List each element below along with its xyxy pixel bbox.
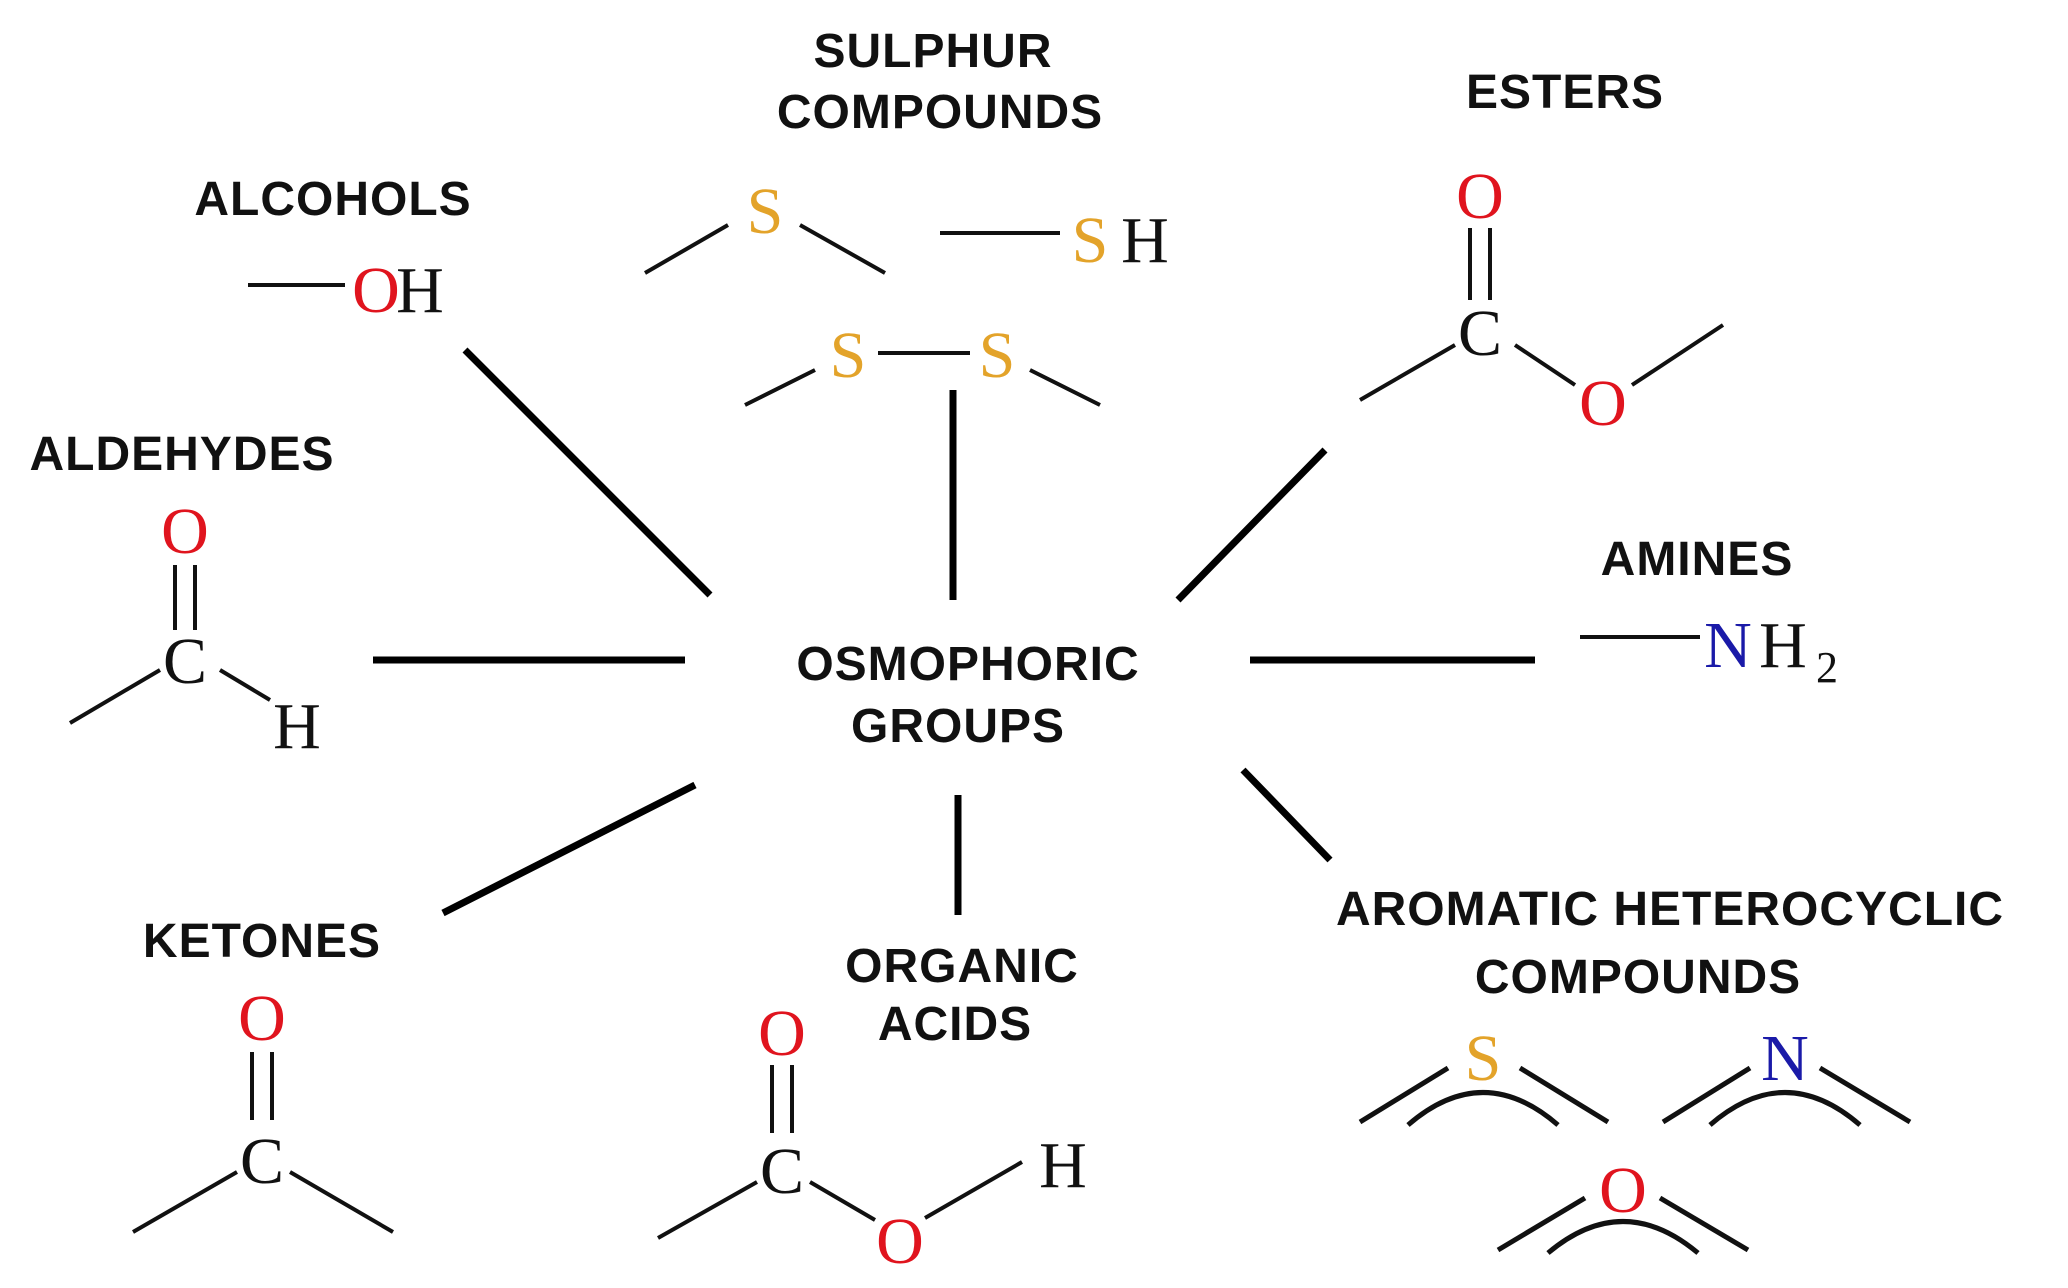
amines-n-atom: N [1704, 609, 1752, 682]
alcohols-o-atom: O [352, 254, 400, 327]
ketones-o-atom: O [238, 982, 286, 1055]
sulphur-label-line1: SULPHUR [813, 25, 1052, 78]
group-alcohols: ALCOHOLS O H [194, 173, 471, 327]
esters-bond-left [1358, 343, 1457, 402]
acids-hydroxyl-o-atom: O [876, 1205, 924, 1278]
group-organic-acids: ORGANIC ACIDS O C O H [657, 940, 1087, 1278]
aldehydes-bond-left [68, 668, 162, 725]
thiol-h-atom: H [1121, 204, 1169, 277]
group-aldehydes: ALDEHYDES O C H [29, 428, 334, 763]
thiophene-s-atom: S [1465, 1022, 1502, 1095]
spoke-alcohols [462, 347, 713, 598]
furan-bond-left [1496, 1195, 1587, 1253]
esters-ether-o-atom: O [1579, 367, 1627, 440]
amines-h-atom: H [1759, 609, 1807, 682]
amines-subscript-2: 2 [1816, 643, 1838, 692]
group-ketones: KETONES O C [132, 915, 395, 1234]
organic-acids-label-line2: ACIDS [878, 998, 1032, 1051]
group-aromatic: AROMATIC HETEROCYCLIC COMPOUNDS S N O [1336, 883, 2004, 1255]
aldehydes-c-atom: C [163, 625, 207, 698]
group-esters: ESTERS O C O [1358, 66, 1725, 440]
ketones-c-atom: C [240, 1125, 284, 1198]
pyridine-fragment: N [1661, 1022, 1912, 1127]
esters-bond-c-o [1513, 343, 1577, 387]
center-line1: OSMOPHORIC [796, 638, 1139, 691]
disulfide-bond-left [744, 368, 816, 407]
pyridine-bond-left [1661, 1065, 1752, 1125]
thioether-bond-right [799, 223, 886, 275]
aromatic-label-line1: AROMATIC HETEROCYCLIC [1336, 883, 2004, 936]
thiophene-aromatic-arc [1406, 1090, 1560, 1127]
acids-bond-left [657, 1180, 758, 1240]
ketones-bond-left [132, 1170, 238, 1234]
thiol-s-atom: S [1072, 204, 1109, 277]
spoke-aromatic [1240, 767, 1333, 863]
esters-c-atom: C [1458, 297, 1502, 370]
esters-bond-right [1630, 323, 1725, 387]
thioether-bond-left [643, 223, 730, 275]
aldehydes-h-atom: H [273, 690, 321, 763]
pyridine-aromatic-arc [1708, 1090, 1862, 1127]
ketones-label: KETONES [143, 915, 381, 968]
spoke-ketones [441, 781, 697, 917]
furan-fragment: O [1496, 1154, 1750, 1255]
disulfide-s2-atom: S [979, 319, 1016, 392]
organic-acids-label-line1: ORGANIC [845, 940, 1079, 993]
alcohols-label: ALCOHOLS [194, 173, 471, 226]
aldehydes-label: ALDEHYDES [29, 428, 334, 481]
esters-carbonyl-o-atom: O [1456, 160, 1504, 233]
esters-label: ESTERS [1466, 66, 1664, 119]
center-label: OSMOPHORIC GROUPS [796, 638, 1139, 753]
amines-label: AMINES [1601, 533, 1794, 586]
ketones-bond-right [288, 1170, 395, 1234]
furan-o-atom: O [1599, 1154, 1647, 1227]
acids-h-atom: H [1039, 1129, 1087, 1202]
sulphur-label-line2: COMPOUNDS [777, 86, 1103, 139]
thiophene-fragment: S [1358, 1022, 1610, 1127]
furan-bond-right [1658, 1195, 1750, 1253]
acids-bond-c-o [808, 1180, 877, 1222]
group-amines: AMINES N H 2 [1580, 533, 1838, 692]
thioether-s-atom: S [747, 175, 784, 248]
pyridine-n-atom: N [1761, 1022, 1809, 1095]
aromatic-label-line2: COMPOUNDS [1475, 951, 1801, 1004]
center-line2: GROUPS [851, 700, 1065, 753]
group-sulphur: SULPHUR COMPOUNDS S S H S S [643, 25, 1169, 407]
thiophene-bond-left [1358, 1065, 1450, 1125]
acids-c-atom: C [760, 1135, 804, 1208]
spokes [373, 347, 1535, 917]
thiophene-bond-right [1518, 1065, 1610, 1125]
acids-carbonyl-o-atom: O [758, 997, 806, 1070]
aldehydes-o-atom: O [161, 495, 209, 568]
furan-aromatic-arc [1546, 1219, 1700, 1255]
aldehydes-bond-h [218, 668, 272, 702]
disulfide-s1-atom: S [830, 319, 867, 392]
pyridine-bond-right [1818, 1065, 1912, 1125]
acids-bond-o-h [924, 1160, 1023, 1220]
alcohols-h-atom: H [396, 254, 444, 327]
spoke-esters [1175, 447, 1328, 603]
disulfide-bond-right [1029, 368, 1101, 407]
